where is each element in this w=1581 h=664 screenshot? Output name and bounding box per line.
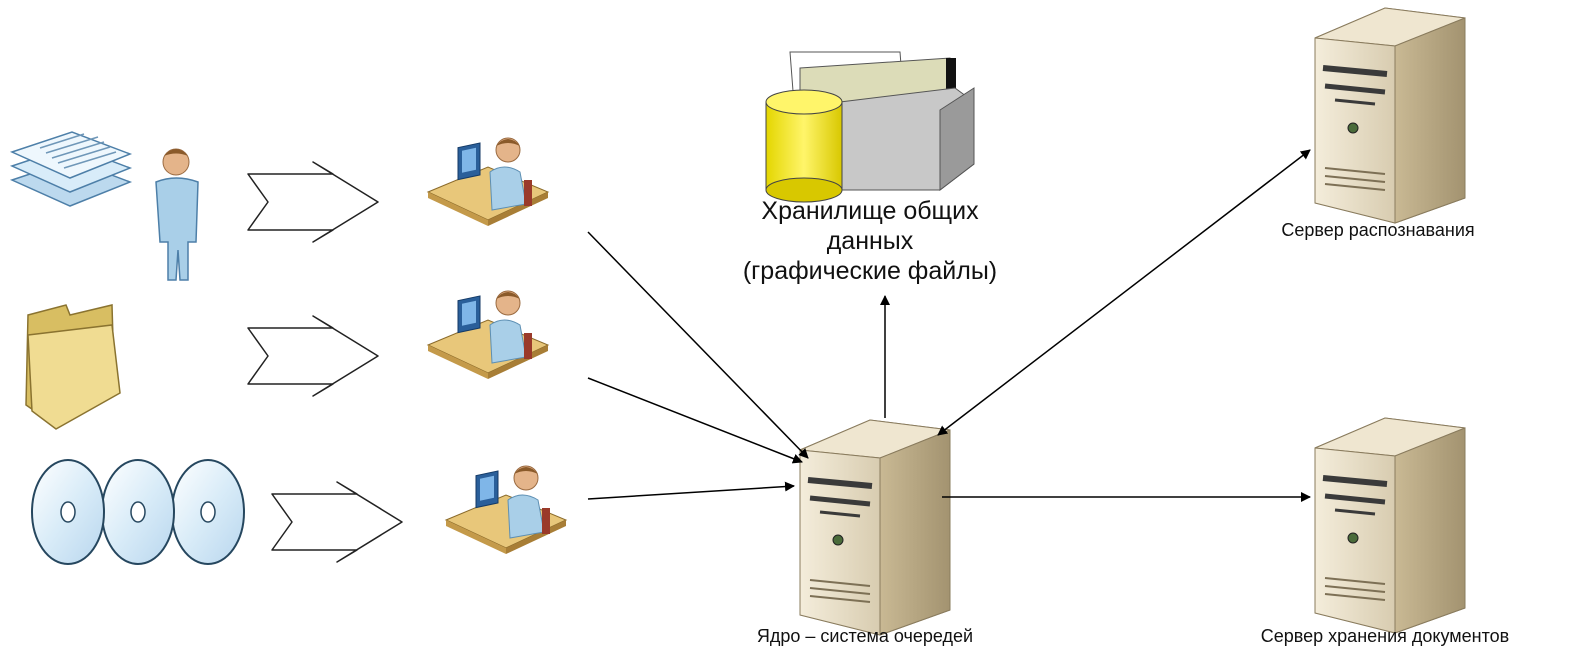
storage-label-line-3: (графические файлы) [742, 257, 998, 285]
recognition-server-label: Сервер распознавания [1281, 220, 1475, 240]
storage-label-line-2: данных [826, 227, 914, 255]
folder-icon [25, 304, 121, 430]
cd-discs-icon [31, 459, 245, 565]
shared-storage-icon [765, 51, 975, 203]
operator-workstation-3 [445, 465, 567, 555]
input-arrow-2 [247, 315, 379, 397]
recognition-server-icon [1315, 8, 1465, 223]
connector-core-recognition [937, 149, 1311, 436]
input-arrow-1 [247, 161, 379, 243]
connector-workstation3-core [587, 481, 795, 500]
documents-stack-icon [9, 131, 133, 207]
document-storage-server-label: Сервер хранения документов [1260, 626, 1510, 646]
core-server-icon [800, 420, 950, 635]
core-label: Ядро – система очередей [756, 626, 974, 646]
storage-label: Хранилище общих данных (графические файл… [700, 196, 1040, 286]
storage-label-line-1: Хранилище общих [761, 197, 979, 225]
operator-workstation-2 [427, 290, 549, 380]
connector-workstation2-core [587, 377, 803, 464]
person-icon [155, 148, 199, 281]
document-storage-server-icon [1315, 418, 1465, 633]
connector-workstation1-core [587, 231, 809, 459]
input-arrow-3 [271, 481, 403, 563]
operator-workstation-1 [427, 137, 549, 227]
